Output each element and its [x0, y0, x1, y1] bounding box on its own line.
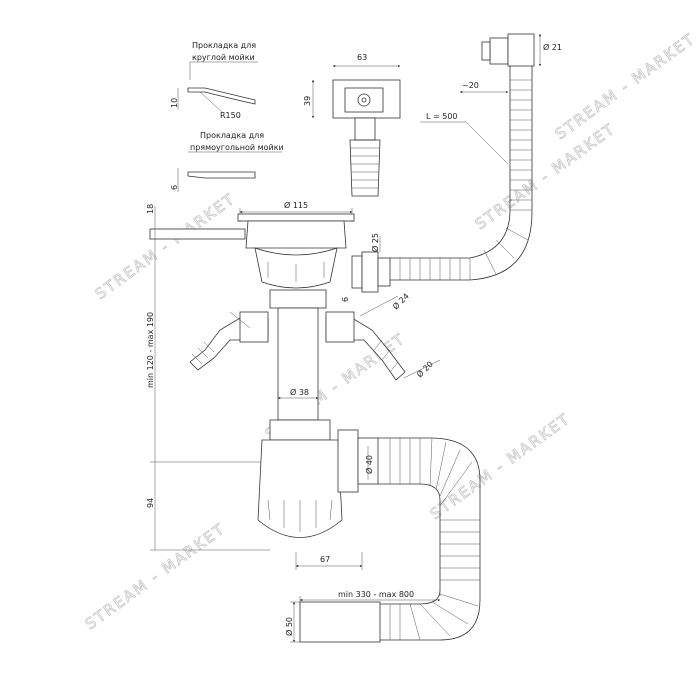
watermark-text: STREAM - MARKET [552, 29, 699, 143]
left-dimensions: 18 min 120 - max 190 94 [146, 204, 270, 551]
branch-left [189, 311, 269, 371]
overflow-pipe-outer-edge [390, 66, 511, 259]
overflow-pipe-corrugation [399, 79, 532, 280]
trap-height: 94 [146, 498, 155, 508]
watermark-group: STREAM - MARKET STREAM - MARKET STREAM -… [81, 29, 699, 634]
trap-body [257, 439, 343, 538]
gasket-round-radius: R150 [220, 111, 241, 120]
branch-right: Ø 24 Ø 20 [325, 291, 441, 381]
overflow-pipe: Ø 21 ~20 L = 500 [390, 33, 562, 281]
overflow-box-height: 39 [303, 96, 312, 106]
gasket-round-profile [187, 87, 256, 105]
branch-left-diameter: Ø 24 [390, 291, 411, 312]
overflow-pipe-inner-edge [390, 66, 533, 281]
gasket-round-detail: Прокладка для круглой мойки 10 R150 [170, 41, 258, 120]
overflow-box-width: 63 [357, 53, 367, 62]
vertical-span: min 120 - max 190 [146, 312, 155, 388]
drain-hose: Ø 50 min 330 - max 800 [284, 437, 481, 643]
strainer-left-offset: 18 [146, 204, 155, 214]
watermark-text: STREAM - MARKET [82, 519, 229, 633]
drain-hose-diameter: Ø 50 [284, 617, 294, 636]
watermark-text: STREAM - MARKET [427, 409, 574, 523]
gasket-round-label-line2: круглой мойки [192, 53, 255, 62]
drain-hose-span: min 330 - max 800 [338, 590, 414, 599]
gasket-round-thickness: 10 [170, 98, 179, 108]
trap-outlet-nut [337, 429, 359, 493]
gasket-round-label-line1: Прокладка для [192, 41, 256, 50]
trap-nut [269, 419, 331, 441]
gasket-rect-profile [187, 171, 256, 179]
overflow-pipe-diameter: Ø 21 [543, 42, 562, 52]
sink-plate [149, 228, 246, 240]
central-tube: Ø 38 [277, 307, 319, 421]
gasket-rect-label-line2: прямоугольной мойки [190, 143, 284, 152]
strainer-diameter: Ø 115 [284, 200, 308, 210]
overflow-box-corrugated-stub [349, 139, 381, 197]
strainer-assembly: Ø 115 Ø 25 6 [149, 200, 391, 309]
gasket-rect-detail: Прокладка для прямоугольной мойки 6 [170, 131, 284, 192]
bottle-trap: Ø 40 67 [257, 419, 379, 570]
watermark-text: STREAM - MARKET [472, 119, 619, 233]
trap-outlet-diameter: Ø 40 [364, 455, 374, 474]
tube-diameter: Ø 38 [290, 387, 309, 397]
drain-hose-outer-edge [378, 437, 481, 641]
overflow-pipe-length: L = 500 [426, 112, 458, 121]
gasket-rect-label-line1: Прокладка для [200, 131, 264, 140]
branch-right-diameter: Ø 20 [414, 359, 435, 380]
overflow-box-detail: 63 39 [303, 53, 401, 197]
trap-width: 67 [320, 555, 330, 564]
overflow-pipe-offset: ~20 [462, 81, 479, 90]
watermark-text: STREAM - MARKET [92, 189, 239, 303]
body-nut [269, 289, 327, 309]
drain-hose-inner-edge [378, 483, 441, 605]
strainer-gap: 6 [341, 297, 350, 302]
strainer-side-outlet: Ø 25 [370, 233, 380, 252]
strainer-rim [237, 213, 355, 222]
drain-hose-outlet [299, 601, 381, 643]
gasket-rect-thickness: 6 [170, 185, 179, 190]
drain-hose-corrugation [389, 437, 480, 641]
